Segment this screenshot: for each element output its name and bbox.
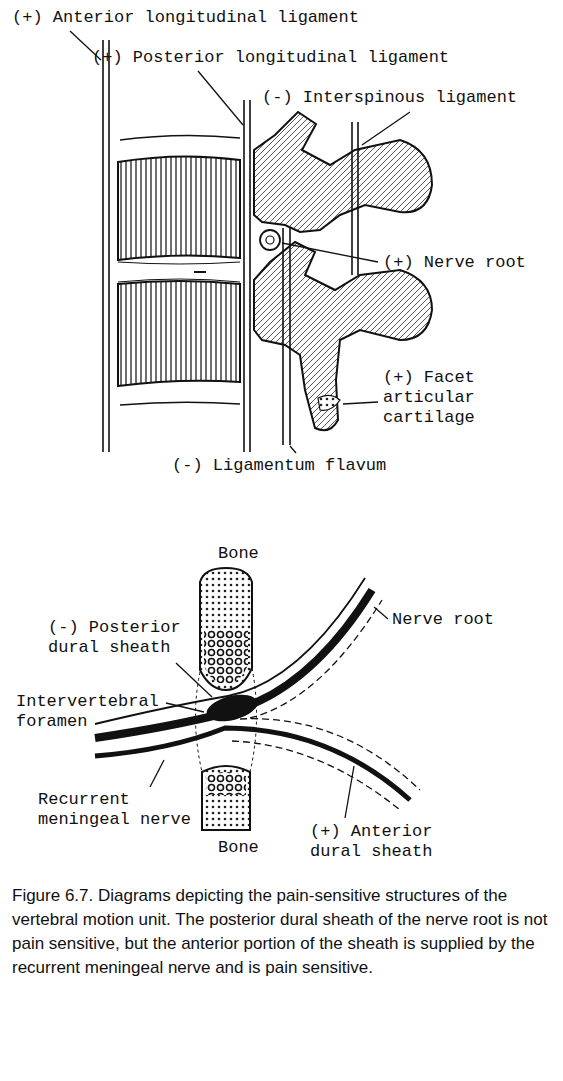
part-label: (-) Posterior dural sheath <box>48 618 188 658</box>
part-label: Recurrent meningeal nerve <box>38 790 208 830</box>
part-label: (+) Nerve root <box>383 253 526 273</box>
part-label: (+) Anterior dural sheath <box>310 822 450 862</box>
part-label: Intervertebral foramen <box>16 692 176 732</box>
part-label: (+) Posterior longitudinal ligament <box>92 48 449 68</box>
part-label: (-) Ligamentum flavum <box>172 456 386 476</box>
part-label: Bone <box>218 838 259 858</box>
part-label: (+) Anterior longitudinal ligament <box>12 8 359 28</box>
part-label: (-) Interspinous ligament <box>262 88 517 108</box>
figure-caption: Figure 6.7. Diagrams depicting the pain-… <box>12 884 548 980</box>
part-label: Bone <box>218 544 259 564</box>
part-label: (+) Facet articular cartilage <box>383 368 493 428</box>
part-label: Nerve root <box>392 610 494 630</box>
